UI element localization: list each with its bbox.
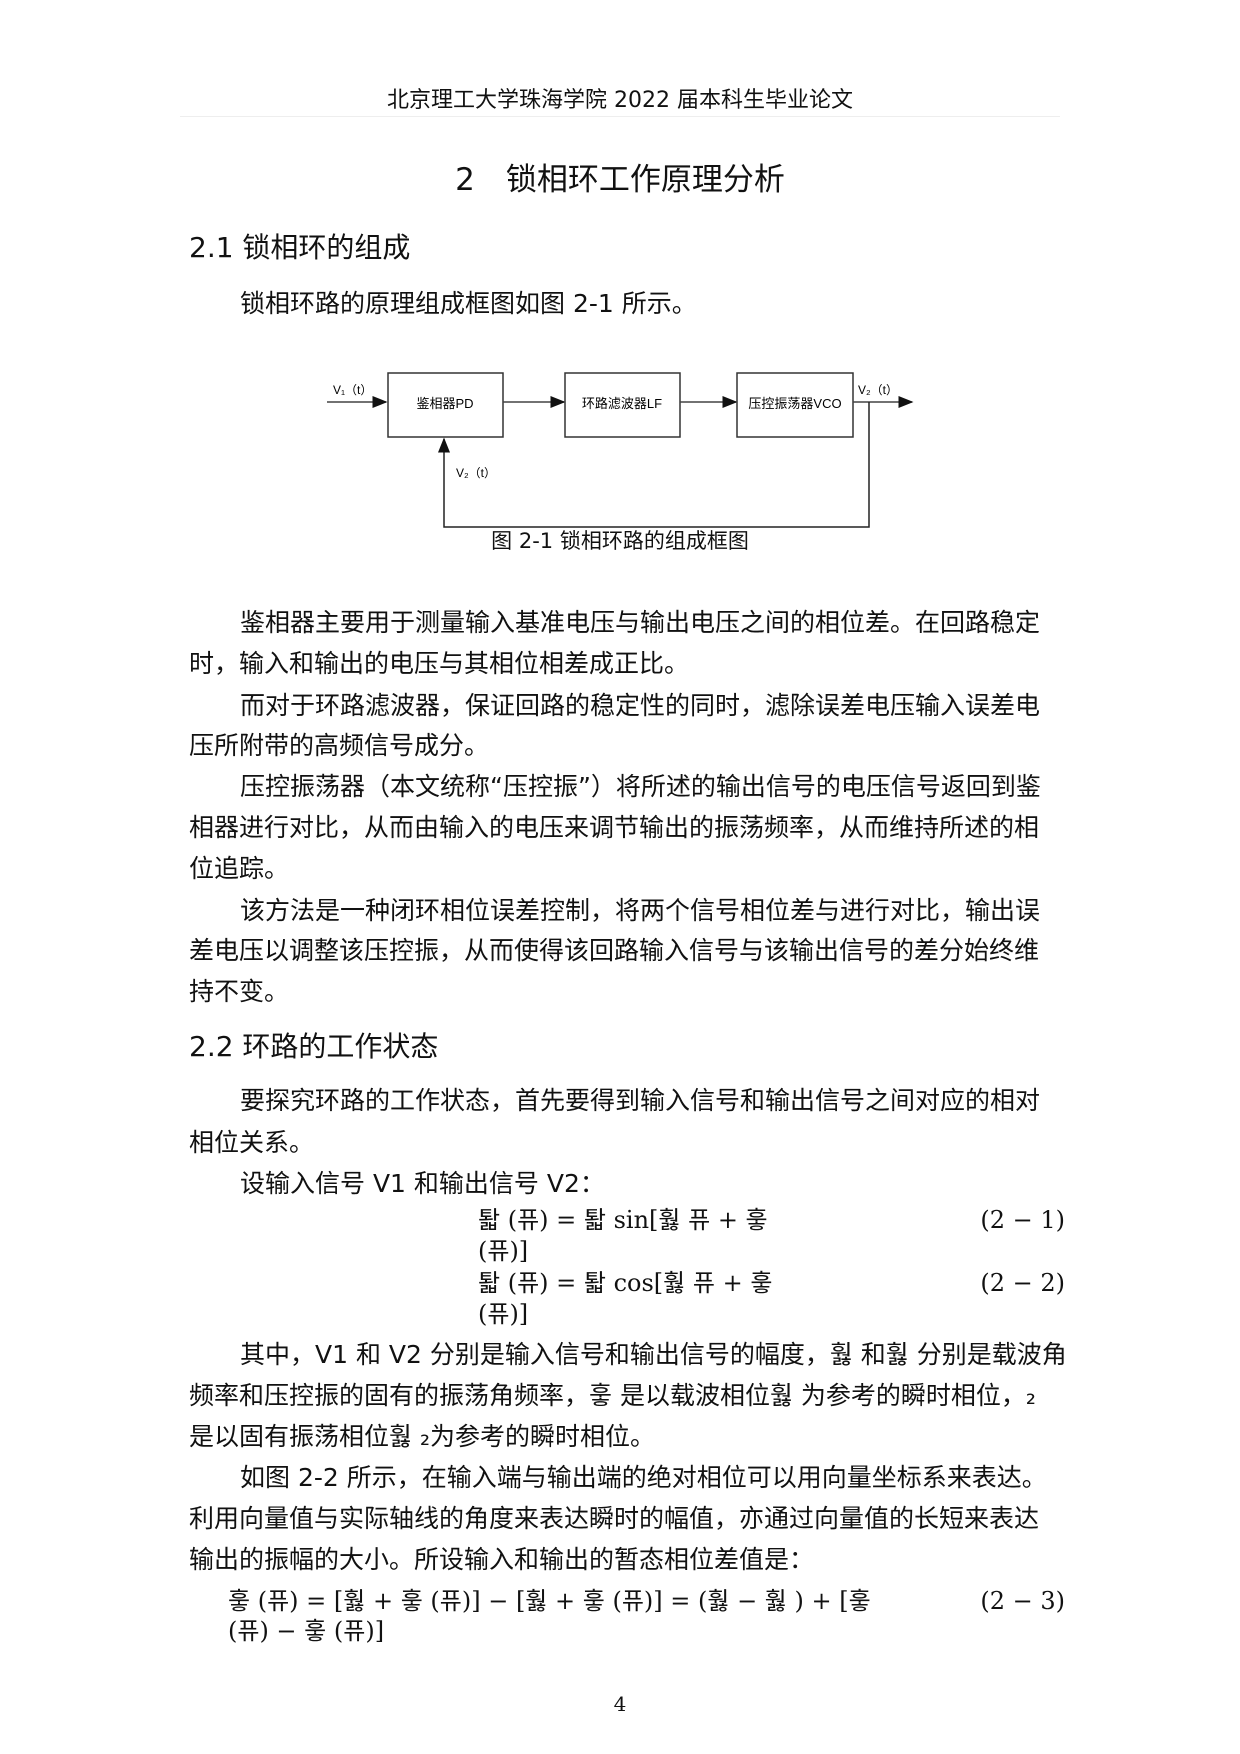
text-line: 输出的振幅的大小。所设输入和输出的暂态相位差值是： — [189, 1545, 815, 1574]
text-line: 如图 2-2 所示，在输入端与输出端的绝对相位可以用向量坐标系来表达。 — [240, 1463, 1047, 1492]
text-line: 频率和压控振的固有的振荡角频率，훟 是以载波相位훯 为参考的瞬时相位，₂ — [189, 1381, 1036, 1410]
block-lf — [564, 372, 681, 438]
feedback-label: V₂（t） — [456, 466, 496, 480]
output-label: V₂（t） — [858, 383, 898, 397]
feedback-path — [438, 402, 870, 528]
text-line: 时，输入和输出的电压与其相位相差成正比。 — [189, 649, 690, 678]
text-line: 设输入信号 V1 和输出信号 V2： — [240, 1169, 605, 1198]
text-line: 要探究环路的工作状态，首先要得到输入信号和输出信号之间对应的相对 — [240, 1086, 1041, 1115]
equation-2-3: 훟 (퓨) = [훯 + 훟 (퓨)] − [훯 + 훟 (퓨)] = (훯 −… — [228, 1587, 871, 1615]
block-vco-label: 压控振荡器VCO — [748, 396, 841, 411]
equation-2-2-wrap: (퓨)] — [478, 1300, 529, 1328]
block-lf-label: 环路滤波器LF — [582, 396, 662, 411]
equation-2-3-wrap: (퓨) − 훟 (퓨)] — [228, 1617, 385, 1645]
text-line: 差电压以调整该压控振，从而使得该回路输入信号与该输出信号的差分始终维 — [189, 936, 1040, 965]
equation-2-1-wrap: (퓨)] — [478, 1237, 529, 1265]
text-line: 利用向量值与实际轴线的角度来表达瞬时的幅值，亦通过向量值的长短来表达 — [189, 1504, 1040, 1533]
block-pd — [387, 372, 504, 438]
figure-caption: 图 2-1 锁相环路的组成框图 — [491, 529, 749, 553]
pll-block-diagram: 鉴相器PD 环路滤波器LF 压控振荡器VCO V₁（t） V₂（t） V₂（t） — [327, 372, 914, 528]
header-rule — [180, 116, 1060, 117]
text-line: 是以固有振荡相位훯 ₂为参考的瞬时相位。 — [189, 1422, 655, 1451]
text-line: 该方法是一种闭环相位误差控制，将两个信号相位差与进行对比，输出误 — [240, 896, 1041, 925]
text-line: 持不变。 — [189, 977, 290, 1006]
text-line: 其中，V1 和 V2 分别是输入信号和输出信号的幅度，훯 和훯 分别是载波角 — [240, 1340, 1067, 1369]
input-label: V₁（t） — [333, 383, 372, 397]
equation-2-3-block: 훟 (퓨) = [훯 + 훟 (퓨)] − [훯 + 훟 (퓨)] = (훯 −… — [228, 1586, 968, 1646]
page-number: 4 — [613, 1692, 627, 1716]
equation-number-2-1: (2 − 1) — [980, 1206, 1065, 1234]
equation-2-2: 퇇 (퓨) = 퇇 cos[훯 퓨 + 훟 — [478, 1269, 773, 1297]
text-line: 位追踪。 — [189, 854, 290, 883]
equation-number-2-3: (2 − 3) — [980, 1587, 1065, 1615]
block-vco — [736, 372, 854, 438]
text-line: 压所附带的高频信号成分。 — [189, 731, 490, 760]
intro-paragraph: 锁相环路的原理组成框图如图 2-1 所示。 — [240, 289, 697, 318]
text-line: 而对于环路滤波器，保证回路的稳定性的同时，滤除误差电压输入误差电 — [240, 691, 1041, 720]
text-line: 相位关系。 — [189, 1128, 315, 1157]
equation-2-1: 퇇 (퓨) = 퇇 sin[훯 퓨 + 훟 — [478, 1206, 768, 1234]
chapter-title: 2 锁相环工作原理分析 — [455, 162, 785, 198]
equation-number-2-2: (2 − 2) — [980, 1269, 1065, 1297]
text-line: 相器进行对比，从而由输入的电压来调节输出的振荡频率，从而维持所述的相 — [189, 813, 1040, 842]
text-line: 鉴相器主要用于测量输入基准电压与输出电压之间的相位差。在回路稳定 — [240, 608, 1041, 637]
text-line: 压控振荡器（本文统称“压控振”）将所述的输出信号的电压信号返回到鉴 — [240, 772, 1041, 801]
running-header: 北京理工大学珠海学院 2022 届本科生毕业论文 — [387, 88, 853, 113]
section-heading-2-1: 2.1 锁相环的组成 — [189, 231, 411, 264]
block-pd-label: 鉴相器PD — [416, 396, 473, 411]
section-heading-2-2: 2.2 环路的工作状态 — [189, 1030, 439, 1063]
